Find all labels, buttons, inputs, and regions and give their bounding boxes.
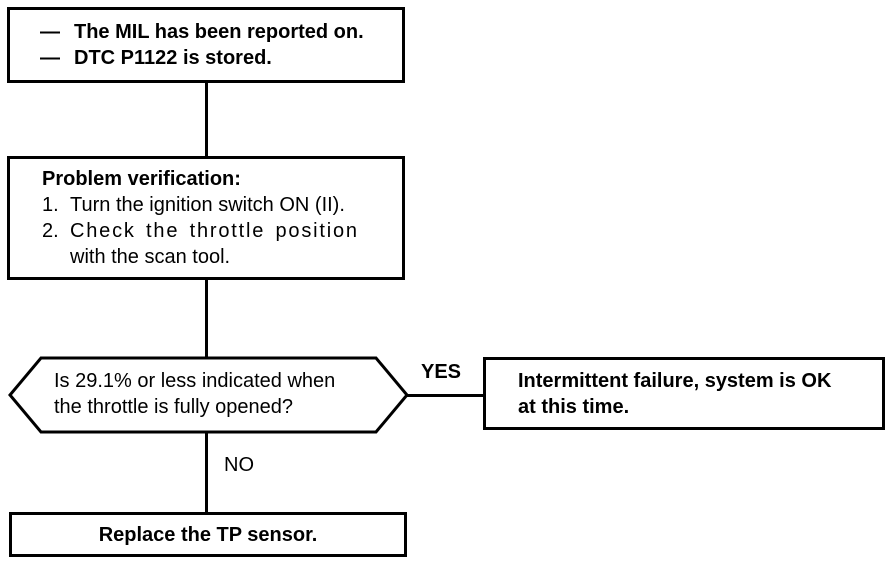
step-text: Turn the ignition switch ON (II). — [70, 194, 345, 216]
step-text-line: Check the throttle position — [70, 220, 359, 242]
dash-bullet: — — [40, 47, 60, 69]
decision-text-line: the throttle is fully opened? — [54, 396, 294, 418]
verification-step: 2. Check the throttle position with the … — [42, 218, 402, 270]
verification-step: 1. Turn the ignition switch ON (II). — [42, 192, 402, 218]
step-number: 2. — [42, 220, 59, 242]
decision-text-line: Is 29.1% or less indicated when — [54, 370, 336, 392]
verification-title: Problem verification: — [42, 168, 241, 190]
connector-decision-to-result — [407, 394, 483, 397]
verification-box: Problem verification: 1. Turn the igniti… — [7, 156, 405, 280]
result-text-line: Intermittent failure, system is OK — [518, 369, 832, 392]
replace-sensor-box: Replace the TP sensor. — [9, 512, 407, 557]
no-label: NO — [224, 454, 254, 476]
connector-decision-to-action — [205, 433, 208, 512]
connector-verification-to-decision — [205, 280, 208, 357]
step-text-line: with the scan tool. — [70, 246, 231, 268]
intermittent-result-box: Intermittent failure, system is OK at th… — [483, 357, 885, 430]
symptom-text: DTC P1122 is stored. — [74, 47, 272, 69]
result-text-line: at this time. — [518, 395, 630, 418]
decision-text: Is 29.1% or less indicated when the thro… — [54, 368, 335, 420]
step-number: 1. — [42, 194, 59, 216]
dash-bullet: — — [40, 21, 60, 43]
symptom-row: — DTC P1122 is stored. — [40, 45, 402, 71]
decision-hexagon: Is 29.1% or less indicated when the thro… — [8, 356, 409, 434]
connector-symptom-to-verification — [205, 83, 208, 156]
action-text: Replace the TP sensor. — [98, 523, 318, 546]
step-text: Check the throttle position with the sca… — [70, 218, 359, 270]
result-text: Intermittent failure, system is OK at th… — [518, 368, 882, 420]
symptom-text: The MIL has been reported on. — [74, 21, 364, 43]
symptom-row: — The MIL has been reported on. — [40, 19, 402, 45]
yes-label: YES — [421, 361, 462, 383]
symptom-box: — The MIL has been reported on. — DTC P1… — [7, 7, 405, 83]
